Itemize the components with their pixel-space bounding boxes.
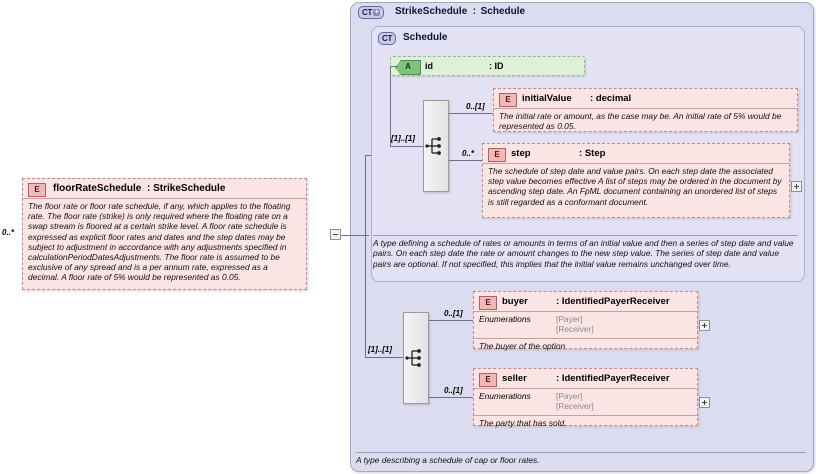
expand-seller-toggle[interactable] xyxy=(699,397,710,408)
enumerations-values: [Payer] [Receiver] xyxy=(556,391,594,411)
element-buyer-documentation: The buyer of the option xyxy=(474,338,697,354)
connector-to-buyer xyxy=(429,320,473,321)
collapse-floorrateschedule-toggle[interactable] xyxy=(330,229,341,240)
cardinality-seller: 0..[1] xyxy=(444,386,463,395)
sequence-compositor-strikeschedule[interactable] xyxy=(403,312,429,404)
connector-to-initialvalue xyxy=(449,113,493,114)
element-seller-documentation: The party that has sold. xyxy=(474,415,697,431)
complextype-annotation: A type describing a schedule of cap or f… xyxy=(356,452,806,465)
ct-inner-badge: CT xyxy=(378,32,397,45)
element-floorrateschedule-box[interactable]: E floorRateSchedule : StrikeSchedule The… xyxy=(22,178,307,290)
ct-badge: CT+ xyxy=(358,6,385,19)
element-badge: E xyxy=(479,296,497,310)
connector-to-step xyxy=(449,160,482,161)
connector-root-to-complextype xyxy=(341,235,369,236)
enumerations-label: Enumerations xyxy=(479,391,531,401)
connector-to-sequence-2 xyxy=(365,357,403,358)
inner-complextype-name: Schedule xyxy=(403,32,448,44)
element-buyer-box[interactable]: E buyer : IdentifiedPayerReceiver Enumer… xyxy=(473,291,698,351)
sequence-icon xyxy=(405,349,421,367)
connector-to-seller xyxy=(429,397,473,398)
element-buyer-type: : IdentifiedPayerReceiver xyxy=(556,296,670,307)
element-floorrateschedule-header: E floorRateSchedule : StrikeSchedule xyxy=(23,179,306,198)
complextype-name: StrikeSchedule xyxy=(395,6,468,18)
element-badge: E xyxy=(479,373,497,387)
attribute-type: : ID xyxy=(489,61,504,71)
inner-complextype-title: Schedule xyxy=(403,32,447,43)
element-buyer-header: E buyer : IdentifiedPayerReceiver xyxy=(474,292,697,311)
expand-buyer-toggle[interactable] xyxy=(699,320,710,331)
element-step-documentation: The schedule of step date and value pair… xyxy=(483,163,789,210)
complextype-separator: : xyxy=(472,6,477,18)
cardinality-floorrateschedule: 0..* xyxy=(2,228,15,237)
connector-rail-top-stub xyxy=(365,155,371,156)
element-buyer-enumerations: Enumerations [Payer] [Receiver] xyxy=(474,311,697,338)
element-step-name: step xyxy=(511,148,531,159)
element-seller-type: : IdentifiedPayerReceiver xyxy=(556,373,670,384)
connector-rail-schedule xyxy=(390,66,391,146)
element-badge: E xyxy=(488,148,506,162)
element-initialvalue-box[interactable]: E initialValue : decimal The initial rat… xyxy=(493,88,798,132)
attribute-name: id xyxy=(425,61,433,71)
sequence-icon xyxy=(425,137,441,155)
cardinality-sequence-1: [1]..[1] xyxy=(391,134,415,143)
element-seller-name: seller xyxy=(502,373,527,384)
attribute-id-box[interactable]: A id : ID xyxy=(390,56,585,76)
cardinality-initialvalue: 0..[1] xyxy=(466,102,485,111)
element-seller-box[interactable]: E seller : IdentifiedPayerReceiver Enume… xyxy=(473,368,698,428)
enumerations-values: [Payer] [Receiver] xyxy=(556,314,594,334)
element-floorrateschedule-type: : StrikeSchedule xyxy=(147,183,226,194)
element-initialvalue-documentation: The initial rate or amount, as the case … xyxy=(494,108,797,134)
element-badge: E xyxy=(499,93,517,107)
element-floorrateschedule-documentation: The floor rate or floor rate schedule, i… xyxy=(23,198,306,286)
element-seller-header: E seller : IdentifiedPayerReceiver xyxy=(474,369,697,388)
sequence-compositor-schedule[interactable] xyxy=(423,100,449,192)
inner-complextype-annotation: A type defining a schedule of rates or a… xyxy=(373,235,798,269)
connector-rail-strikeschedule xyxy=(365,155,366,357)
element-seller-enumerations: Enumerations [Payer] [Receiver] xyxy=(474,388,697,415)
enumerations-label: Enumerations xyxy=(479,314,531,324)
complextype-title: StrikeSchedule : Schedule xyxy=(389,6,525,17)
expand-plus-icon[interactable]: + xyxy=(373,9,381,16)
expand-step-toggle[interactable] xyxy=(791,181,802,192)
inner-complextype-badge: CT xyxy=(378,32,397,45)
element-initialvalue-type: : decimal xyxy=(590,93,632,104)
element-step-header: E step : Step xyxy=(483,144,789,163)
connector-to-sequence-1 xyxy=(390,146,423,147)
element-initialvalue-name: initialValue xyxy=(522,93,572,104)
complextype-base: Schedule xyxy=(480,6,526,18)
cardinality-buyer: 0..[1] xyxy=(444,309,463,318)
cardinality-sequence-2: [1]..[1] xyxy=(368,345,392,354)
cardinality-step: 0..* xyxy=(462,149,475,158)
element-step-box[interactable]: E step : Step The schedule of step date … xyxy=(482,143,790,218)
element-floorrateschedule-name: floorRateSchedule xyxy=(53,183,142,194)
complextype-badge: CT+ xyxy=(358,6,385,19)
element-buyer-name: buyer xyxy=(502,296,528,307)
element-step-type: : Step xyxy=(579,148,606,159)
element-initialvalue-header: E initialValue : decimal xyxy=(494,89,797,108)
connector-to-attribute xyxy=(390,66,398,67)
element-badge: E xyxy=(28,183,46,197)
attribute-badge: A xyxy=(395,60,421,75)
